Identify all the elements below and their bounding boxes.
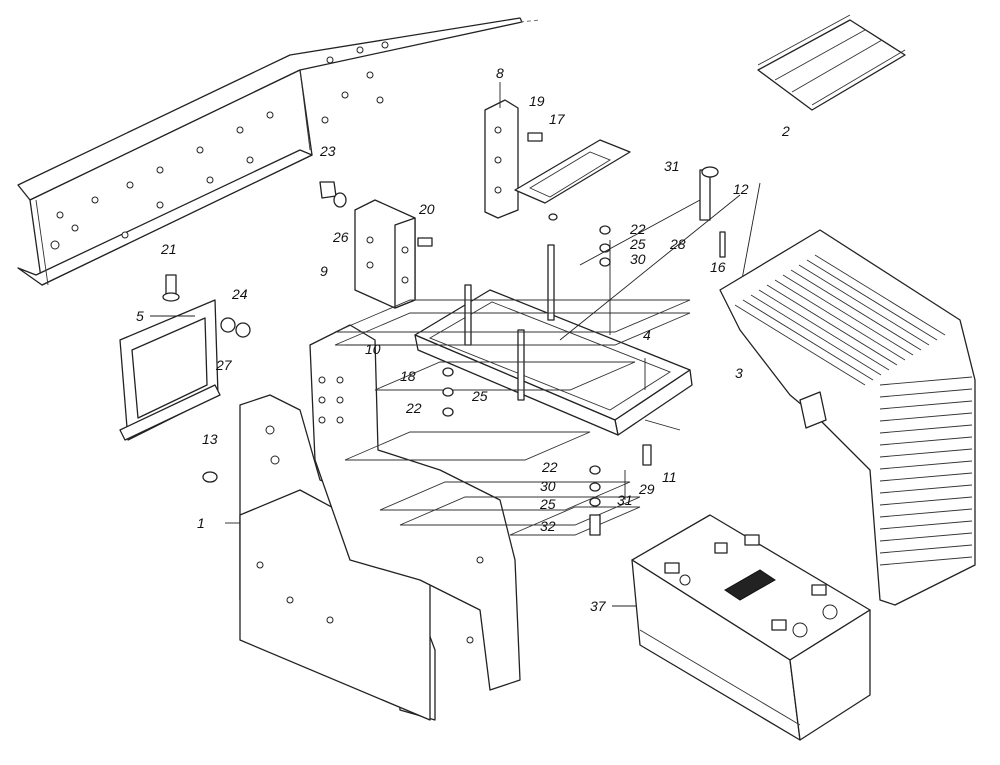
callout-16: 16 — [710, 259, 726, 275]
callout-12: 12 — [733, 181, 749, 197]
callout-30-top: 30 — [630, 251, 646, 267]
callout-22-left: 22 — [405, 400, 422, 416]
callout-27: 27 — [215, 357, 233, 373]
callout-13: 13 — [202, 431, 218, 447]
cover-rib — [806, 259, 938, 341]
callout-20: 20 — [418, 201, 435, 217]
cover-rib — [814, 254, 946, 336]
cover-rib — [879, 472, 973, 482]
callout-23: 23 — [319, 143, 336, 159]
part-bracket-large — [309, 324, 521, 691]
cover-rib — [879, 532, 973, 542]
cover-rib — [879, 508, 973, 518]
cover-rib — [879, 400, 973, 410]
part-9-bracket — [354, 199, 416, 309]
callout-1: 1 — [197, 515, 205, 531]
callout-11: 11 — [662, 469, 677, 485]
cover-rib — [879, 520, 973, 530]
cover-rib — [758, 289, 890, 371]
cover-rib — [879, 388, 973, 398]
callout-28: 28 — [669, 236, 686, 252]
cover-rib — [798, 264, 930, 346]
part-37-battery — [631, 514, 871, 741]
callout-9: 9 — [320, 263, 328, 279]
cover-rib — [879, 376, 973, 386]
cover-rib — [879, 448, 973, 458]
cover-rib — [879, 484, 973, 494]
callout-25-mid: 25 — [471, 388, 488, 404]
cover-rib — [879, 544, 973, 554]
cover-ribs — [734, 254, 973, 566]
cover-rib — [879, 556, 973, 566]
cover-rib — [742, 299, 874, 381]
cover-rib — [782, 274, 914, 356]
callout-25-top: 25 — [629, 236, 646, 252]
callout-37: 37 — [590, 598, 607, 614]
cover-rib — [734, 304, 866, 386]
cover-rib — [750, 294, 882, 376]
callout-25-bottom: 25 — [539, 496, 556, 512]
cover-rib — [879, 424, 973, 434]
callout-24: 24 — [231, 286, 248, 302]
callout-5: 5 — [136, 308, 144, 324]
part-17-plate — [514, 139, 631, 204]
leader-lines — [150, 182, 761, 607]
callout-31-top: 31 — [664, 158, 680, 174]
callout-30-bottom: 30 — [540, 478, 556, 494]
fasteners-upper — [162, 181, 433, 302]
slot-guides — [334, 299, 691, 536]
cover-rib — [879, 436, 973, 446]
part-5-frame — [119, 299, 251, 441]
callout-8: 8 — [496, 65, 504, 81]
callout-22-bottom: 22 — [541, 459, 558, 475]
part-8-bracket — [484, 82, 543, 219]
cover-rib — [766, 284, 898, 366]
fasteners-stacks — [442, 166, 726, 536]
callout-2: 2 — [781, 123, 790, 139]
callout-26: 26 — [332, 229, 349, 245]
part-4-tray — [414, 244, 693, 436]
frame-rail — [17, 17, 541, 286]
callout-17: 17 — [549, 111, 566, 127]
callout-10: 10 — [365, 341, 381, 357]
callout-19: 19 — [529, 93, 545, 109]
callout-21: 21 — [160, 241, 177, 257]
callout-18: 18 — [400, 368, 416, 384]
callout-3: 3 — [735, 365, 743, 381]
callout-31-bottom: 31 — [617, 492, 633, 508]
cover-rib — [879, 496, 973, 506]
callout-labels: 1 2 3 4 5 8 9 10 11 12 13 16 17 18 19 20… — [136, 65, 790, 614]
callout-22-top: 22 — [629, 221, 646, 237]
part-3-cover — [719, 229, 976, 606]
cover-rib — [774, 279, 906, 361]
cover-rib — [790, 269, 922, 351]
cover-rib — [879, 460, 973, 470]
callout-32: 32 — [540, 518, 556, 534]
callout-29: 29 — [638, 481, 655, 497]
cover-rib — [879, 412, 973, 422]
callout-4: 4 — [643, 327, 651, 343]
part-2-mat — [757, 14, 906, 111]
